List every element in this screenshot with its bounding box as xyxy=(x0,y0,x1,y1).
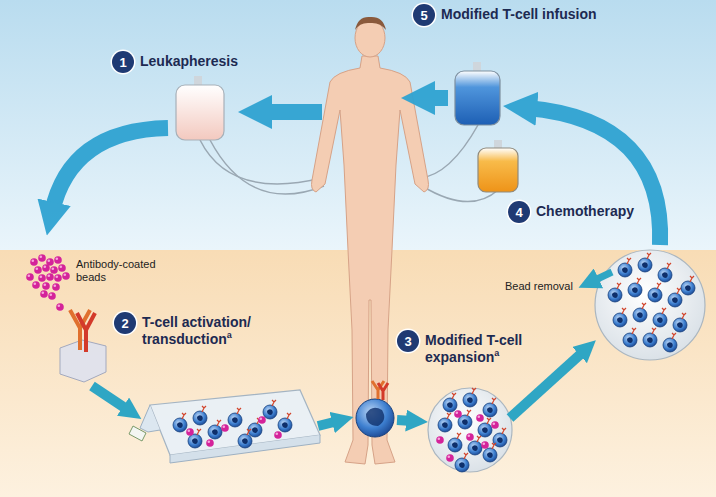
step-heading: Leukapheresis xyxy=(140,53,238,69)
flow-arrow xyxy=(397,420,412,421)
step-callout: 1 Leukapheresis xyxy=(112,51,238,73)
patient-figure xyxy=(312,17,429,464)
step-callout: 5 Modified T-cell infusion xyxy=(413,4,597,26)
tube xyxy=(420,125,478,178)
step-heading-group: Chemotherapy xyxy=(536,201,634,220)
annotation-label: Antibody-coated beads xyxy=(76,258,168,284)
step-heading-group: Leukapheresis xyxy=(140,51,238,70)
flow-arrow xyxy=(527,108,660,245)
step-heading-group: T-cell activation/ transductiona xyxy=(142,312,282,348)
flow-arrow xyxy=(52,128,168,212)
footnote-mark: a xyxy=(227,330,232,340)
callout-number: 3 xyxy=(397,330,419,352)
step-callout: 3 Modified T-cell expansiona xyxy=(397,330,550,366)
tube xyxy=(200,140,322,184)
step-heading-group: Modified T-cell expansiona xyxy=(425,330,550,366)
tube xyxy=(210,140,324,194)
flow-arrow xyxy=(92,386,128,410)
step-heading-group: Modified T-cell infusion xyxy=(441,4,597,23)
callout-number: 1 xyxy=(112,51,134,73)
flow-arrow xyxy=(318,421,338,426)
antibody-beads xyxy=(26,254,70,311)
flow-arrow xyxy=(510,351,584,418)
step-heading: Chemotherapy xyxy=(536,203,634,219)
blood-bag xyxy=(176,76,224,140)
footnote-mark: a xyxy=(494,348,499,358)
culture-flask xyxy=(129,390,320,463)
flow-arrow xyxy=(262,104,322,120)
flow-arrow xyxy=(593,272,612,281)
step-callout: 4 Chemotherapy xyxy=(508,201,634,223)
callout-number: 4 xyxy=(508,201,530,223)
callout-number: 2 xyxy=(114,312,136,334)
step-heading: Modified T-cell infusion xyxy=(441,6,597,22)
step-callout: 2 T-cell activation/ transductiona xyxy=(114,312,282,348)
harvest-dish xyxy=(595,250,705,360)
annotation-label: Bead removal xyxy=(505,280,573,293)
flow-arrow xyxy=(425,90,448,106)
callout-number: 5 xyxy=(413,4,435,26)
step-heading: Modified T-cell expansion xyxy=(425,332,522,365)
receptor-membrane xyxy=(60,310,106,382)
step-heading: T-cell activation/ transduction xyxy=(142,314,251,347)
chemo-bag xyxy=(478,140,518,192)
t-cell-bag xyxy=(455,62,500,125)
expansion-dish xyxy=(428,388,512,472)
modified-t-cell xyxy=(356,381,394,437)
